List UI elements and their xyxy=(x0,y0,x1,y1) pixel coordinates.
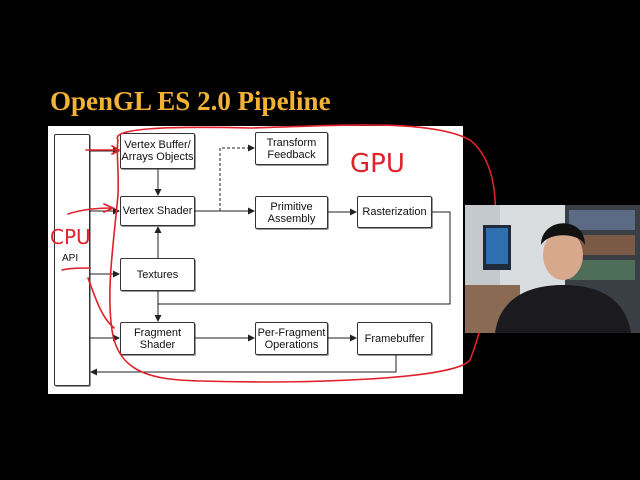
arrow-to-transform-feedback xyxy=(219,144,255,211)
fragment-shader-block: Fragment Shader xyxy=(120,322,195,355)
webcam-scene xyxy=(465,205,640,333)
slide-title: OpenGL ES 2.0 Pipeline xyxy=(50,86,331,116)
api-label: API xyxy=(62,253,79,264)
gpu-annotation: GPU xyxy=(350,149,405,179)
per-fragment-operations-block: Per-Fragment Operations xyxy=(255,322,328,355)
arrow-raster-to-fragment xyxy=(158,211,451,305)
vertex-shader-block: Vertex Shader xyxy=(120,196,195,226)
arrow-framebuffer-to-api xyxy=(90,355,397,376)
textures-block: Textures xyxy=(120,258,195,291)
api-bar xyxy=(54,134,90,386)
framebuffer-block: Framebuffer xyxy=(357,322,432,355)
primitive-assembly-block: Primitive Assembly xyxy=(255,196,328,229)
presenter-face xyxy=(543,230,583,280)
cpu-arrow-1 xyxy=(67,207,113,215)
transform-feedback-block: Transform Feedback xyxy=(255,132,328,165)
gpu-boundary xyxy=(109,124,497,383)
presenter-webcam xyxy=(465,205,640,333)
presenter-body xyxy=(495,285,631,333)
pipeline-connectors xyxy=(90,144,451,376)
rasterization-block: Rasterization xyxy=(357,196,432,228)
cpu-annotation: CPU xyxy=(50,225,91,249)
cpu-arrow-2 xyxy=(87,277,115,329)
vertex-buffer-block: Vertex Buffer/ Arrays Objects xyxy=(120,133,195,169)
